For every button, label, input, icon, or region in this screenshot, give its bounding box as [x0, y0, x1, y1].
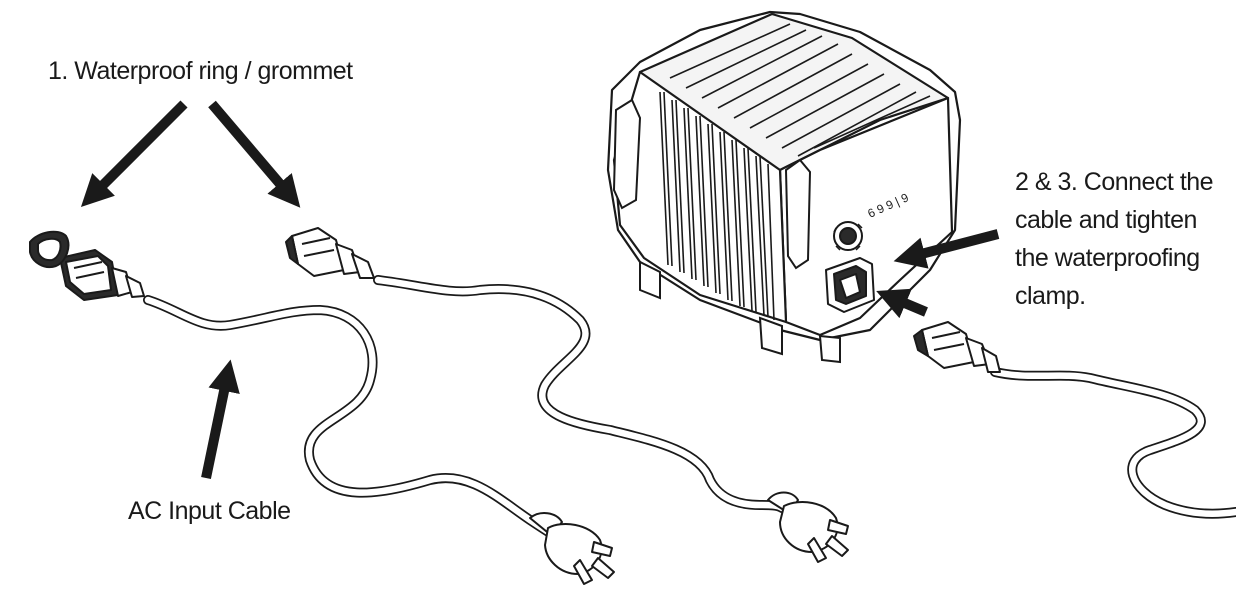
ac-input-cable-left [143, 295, 580, 553]
connect-label-line-2: cable and tighten [1015, 206, 1197, 234]
ac-input-cable-right [990, 367, 1236, 519]
plug-middle [767, 491, 849, 563]
power-supply-unit [606, 10, 962, 342]
adjust-knob [833, 221, 863, 251]
arrow-to-connector-middle [208, 100, 301, 208]
connect-label-line-4: clamp. [1015, 282, 1086, 310]
unit-feet [639, 260, 841, 364]
iec-connector-middle [285, 227, 375, 279]
heatsink-fins [659, 91, 775, 321]
connect-cable-label: 2 & 3. Connect the cable and tighten the… [1015, 163, 1230, 315]
connect-label-line-3: the waterproofing [1015, 244, 1200, 272]
iec-connector-left [59, 249, 145, 301]
callout-arrows [80, 100, 1000, 480]
arrow-to-cable [201, 359, 240, 480]
arrow-to-clamp [893, 229, 1000, 269]
side-handle [612, 98, 812, 270]
grommet-label: 1. Waterproof ring / grommet [48, 57, 353, 85]
grommet-ring [29, 230, 70, 268]
ac-input-cable-middle [373, 275, 787, 513]
arrow-to-grommet [80, 100, 188, 208]
waterproof-clamp [825, 257, 875, 313]
iec-connector-right [913, 321, 1001, 373]
plug-left [529, 512, 615, 585]
connect-label-line-1: 2 & 3. Connect the [1015, 168, 1214, 196]
arrow-to-inlet [876, 288, 928, 319]
top-fins [669, 23, 931, 157]
ac-input-cable-label: AC Input Cable [128, 497, 291, 525]
